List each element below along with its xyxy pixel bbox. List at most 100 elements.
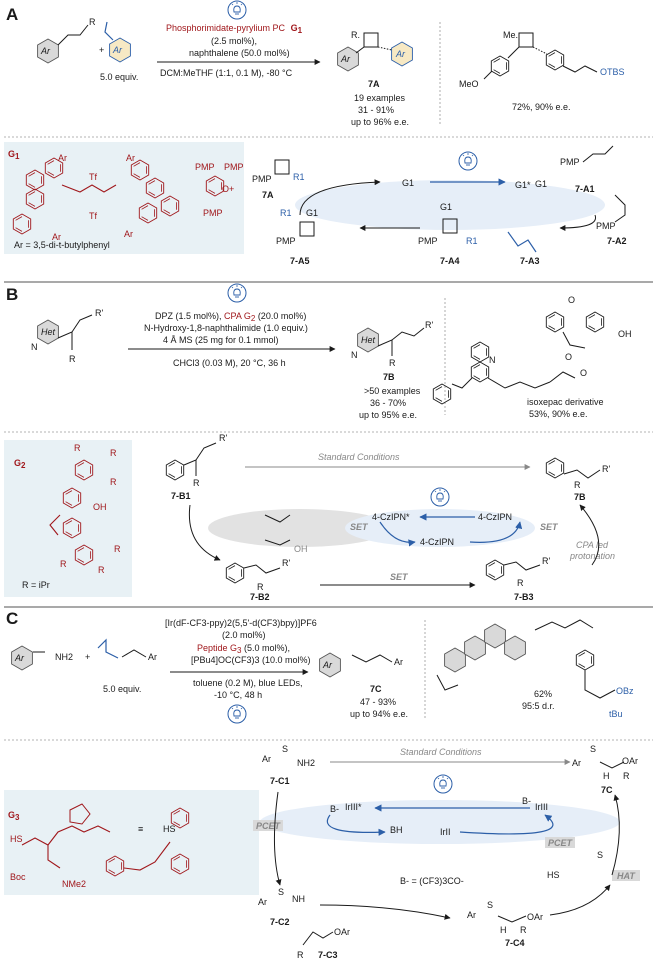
panel-b-cond4: CHCl3 (0.03 M), 20 °C, 36 h [173, 358, 286, 368]
svg-text:R': R' [602, 464, 610, 474]
cycle-a-7A5: R1 G1 PMP 7-A5 [276, 208, 318, 266]
g3-thiol: HS [163, 824, 176, 834]
svg-text:H: H [603, 771, 610, 781]
svg-text:Ar: Ar [258, 897, 267, 907]
pcet-label-1: PCET [256, 821, 282, 831]
g1-label: G1 [8, 149, 20, 161]
panel-a-label: A [6, 5, 18, 24]
svg-text:OH: OH [618, 329, 632, 339]
svg-text:R.: R. [351, 30, 360, 40]
svg-text:OBz: OBz [616, 686, 634, 696]
g2-label: G2 [14, 458, 26, 470]
panel-a-mechanism: G1 Ar Ar Tf Tf Ar Ar PMP PMP PMP O+ Ar =… [4, 142, 627, 266]
nhpi-oh: OH [264, 539, 308, 554]
svg-text:OAr: OAr [527, 912, 543, 922]
svg-text:Ar: Ar [14, 653, 25, 663]
panel-b-derivative-name: isoxepac derivative [527, 397, 604, 407]
svg-text:R1: R1 [293, 172, 305, 182]
svg-text:7A: 7A [262, 190, 274, 200]
std-conditions-c: Standard Conditions [400, 747, 482, 757]
panel-a-cond3: DCM:MeTHF (1:1, 0.1 M), -80 °C [160, 68, 293, 78]
cycle-c-ir3-star: IrIII* [345, 802, 362, 812]
svg-text:7-C3: 7-C3 [318, 950, 338, 960]
panel-b-cond3: 4 Å MS (25 mg for 0.1 mmol) [163, 335, 279, 345]
svg-text:7-B2: 7-B2 [250, 592, 270, 602]
hat-label: HAT [617, 871, 636, 881]
svg-text:PMP: PMP [276, 236, 296, 246]
czipn-top-right: 4-CzIPN [478, 512, 512, 522]
svg-text:OAr: OAr [334, 927, 350, 937]
svg-text:R': R' [95, 308, 103, 318]
svg-text:N: N [31, 342, 38, 352]
pcet-badge-right [545, 837, 575, 848]
svg-text:OTBS: OTBS [600, 67, 625, 77]
cycle-c-ir2: IrII [440, 827, 451, 837]
cycle-b-light-icon [430, 487, 450, 507]
svg-text:7-A3: 7-A3 [520, 256, 540, 266]
cycle-a-light-icon [458, 151, 478, 171]
svg-text:OAr: OAr [622, 756, 638, 766]
b1-to-b2-arrow [188, 504, 221, 561]
panel-b-ee: up to 95% e.e. [359, 410, 417, 420]
svg-text:G1: G1 [306, 208, 318, 218]
panel-c-example-structure: OBz tBu [436, 619, 634, 719]
panel-c-cond6: -10 °C, 48 h [214, 690, 262, 700]
svg-text:Het: Het [41, 327, 56, 337]
svg-text:R: R [114, 544, 121, 554]
cycle-a-7A: PMP R1 7A [252, 159, 305, 200]
svg-text:Ar: Ar [124, 229, 133, 239]
svg-text:Me.: Me. [503, 30, 518, 40]
hat-badge [612, 870, 640, 881]
cycle-c-bh: BH [390, 825, 403, 835]
svg-text:OH: OH [93, 502, 107, 512]
panel-c-cond5: toluene (0.2 M), blue LEDs, [193, 678, 303, 688]
cycle-b-ellipse-gray [208, 509, 392, 547]
cycle-a-7A2: PMP 7-A2 [596, 194, 627, 246]
nhpi-radical [264, 514, 291, 523]
panel-c-product-structure: Ar Ar [319, 652, 403, 678]
svg-text:R: R [623, 771, 630, 781]
panel-c: C Ar NH2 + Ar 5.0 equiv. [Ir(dF-CF3-ppy)… [6, 609, 634, 724]
base-definition: B- = (CF3)3CO- [400, 876, 464, 886]
panel-c-cond3: Peptide G3 (5.0 mol%), [197, 643, 290, 655]
panel-a-catalyst: Phosphorimidate-pyrylium PC G1 [166, 23, 303, 35]
panel-c-ee: up to 94% e.e. [350, 709, 408, 719]
g1-catalyst-structure: Ar Ar Tf Tf Ar Ar PMP PMP PMP O+ [12, 153, 244, 242]
svg-text:Ar: Ar [126, 153, 135, 163]
product-7C-mech: S Ar OAr H R 7C [572, 744, 638, 795]
svg-text:PMP: PMP [195, 162, 215, 172]
svg-text:Ar: Ar [40, 46, 51, 56]
panel-c-yield: 47 - 93% [360, 697, 396, 707]
svg-text:Ar: Ar [262, 754, 271, 764]
svg-text:PMP: PMP [224, 162, 244, 172]
svg-text:S: S [278, 887, 284, 897]
panel-c-mechanism: G3 HS Boc NMe2 ≡ HS S Ar NH2 7-C1 Standa… [4, 744, 640, 960]
panel-a-product-id: 7A [368, 79, 380, 89]
svg-text:7-A2: 7-A2 [607, 236, 627, 246]
panel-a-example-result: 72%, 90% e.e. [512, 102, 571, 112]
panel-b-derivative-structure: O OH N O O [432, 295, 632, 405]
svg-text:R: R [257, 582, 264, 592]
cycle-c-left-arrow [326, 814, 386, 836]
panel-c-reactant-enolester: Ar [97, 638, 157, 662]
svg-text:R: R [193, 478, 200, 488]
svg-text:Ar: Ar [395, 49, 406, 59]
cycle-a-g1-star: G1* [515, 180, 531, 190]
panel-a-equiv: 5.0 equiv. [100, 72, 138, 82]
czipn-top-left: 4-CzIPN* [372, 512, 410, 522]
panel-a-light-icon [227, 0, 247, 20]
svg-text:NH: NH [292, 894, 305, 904]
svg-text:7-C2: 7-C2 [270, 917, 290, 927]
svg-text:Ar: Ar [322, 660, 333, 670]
b1-structure: R' R 7-B1 [165, 433, 227, 501]
svg-text:PMP: PMP [252, 174, 272, 184]
svg-text:NH2: NH2 [297, 758, 315, 768]
svg-text:NH2: NH2 [55, 652, 73, 662]
cpa-label-1: CPA led [576, 540, 609, 550]
svg-text:PMP: PMP [596, 221, 616, 231]
panel-c-plus: + [85, 652, 90, 662]
panel-c-label: C [6, 609, 18, 628]
panel-b-reactant: Het N R' R [31, 308, 103, 364]
cpa-label-2: protonation [569, 551, 615, 561]
svg-text:R: R [110, 477, 117, 487]
